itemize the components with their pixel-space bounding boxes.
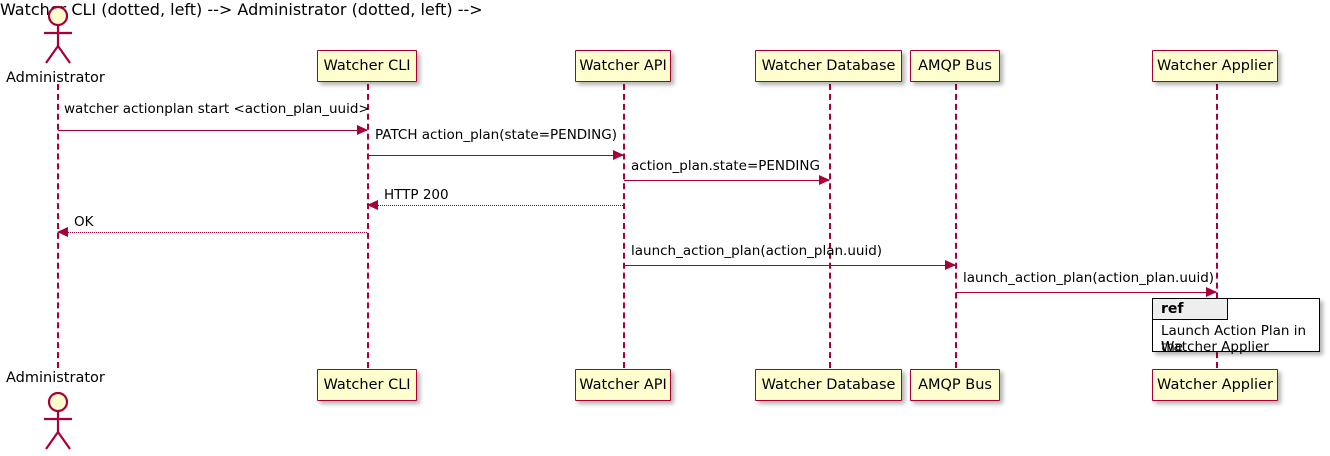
arrowhead-left-icon <box>57 227 68 237</box>
arrowhead-left-icon <box>367 200 378 210</box>
participant-amqp-bus-top[interactable]: AMQP Bus <box>910 50 1000 82</box>
message-label-5: OK <box>74 214 94 230</box>
lifeline-watcher-cli <box>367 84 369 368</box>
message-label-3: action_plan.state=PENDING <box>631 158 820 174</box>
participant-watcher-applier-top[interactable]: Watcher Applier <box>1152 50 1278 82</box>
message-line <box>58 130 367 131</box>
actor-figure-icon <box>44 391 72 450</box>
arrowhead-right-icon <box>819 175 830 185</box>
participant-watcher-database-top[interactable]: Watcher Database <box>755 50 902 82</box>
message-line <box>368 205 623 206</box>
lifeline-watcher-database <box>829 84 831 368</box>
message-line <box>58 232 367 233</box>
message-line <box>368 155 623 156</box>
participant-watcher-applier-bottom[interactable]: Watcher Applier <box>1152 369 1278 401</box>
actor-label-administrator-bottom: Administrator <box>6 370 105 386</box>
message-label-1: watcher actionplan start <action_plan_uu… <box>64 101 370 117</box>
actor-administrator-top <box>36 4 80 66</box>
participant-amqp-bus-bottom[interactable]: AMQP Bus <box>910 369 1000 401</box>
arrowhead-right-icon <box>613 150 624 160</box>
message-line <box>956 292 1216 293</box>
message-line <box>624 265 955 266</box>
lifeline-administrator <box>57 84 59 368</box>
actor-label-administrator-top: Administrator <box>6 70 105 86</box>
participant-watcher-api-bottom[interactable]: Watcher API <box>575 369 671 401</box>
message-label-7: launch_action_plan(action_plan.uuid) <box>963 270 1215 286</box>
arrowhead-right-icon <box>357 125 368 135</box>
lifeline-amqp-bus <box>955 84 957 368</box>
lifeline-watcher-applier <box>1216 84 1218 368</box>
actor-figure-icon <box>44 5 72 64</box>
message-label-6: launch_action_plan(action_plan.uuid) <box>631 243 883 259</box>
ref-fragment: ref Launch Action Plan in the Watcher Ap… <box>1152 298 1320 355</box>
participant-watcher-database-bottom[interactable]: Watcher Database <box>755 369 902 401</box>
lifeline-watcher-api <box>623 84 625 368</box>
ref-fragment-body-line-2: Watcher Applier <box>1161 339 1269 355</box>
message-label-4: HTTP 200 <box>384 187 449 203</box>
message-line <box>624 180 829 181</box>
arrowhead-right-icon <box>945 260 956 270</box>
ref-fragment-body-line-1: Launch Action Plan in the <box>1161 323 1307 355</box>
participant-watcher-api-top[interactable]: Watcher API <box>575 50 671 82</box>
ref-tab-notch-icon <box>1209 299 1220 319</box>
actor-administrator-bottom <box>36 390 80 452</box>
message-label-2: PATCH action_plan(state=PENDING) <box>375 127 617 143</box>
arrowhead-right-icon <box>1206 287 1217 297</box>
participant-watcher-cli-bottom[interactable]: Watcher CLI <box>317 369 417 401</box>
participant-watcher-cli-top[interactable]: Watcher CLI <box>317 50 417 82</box>
